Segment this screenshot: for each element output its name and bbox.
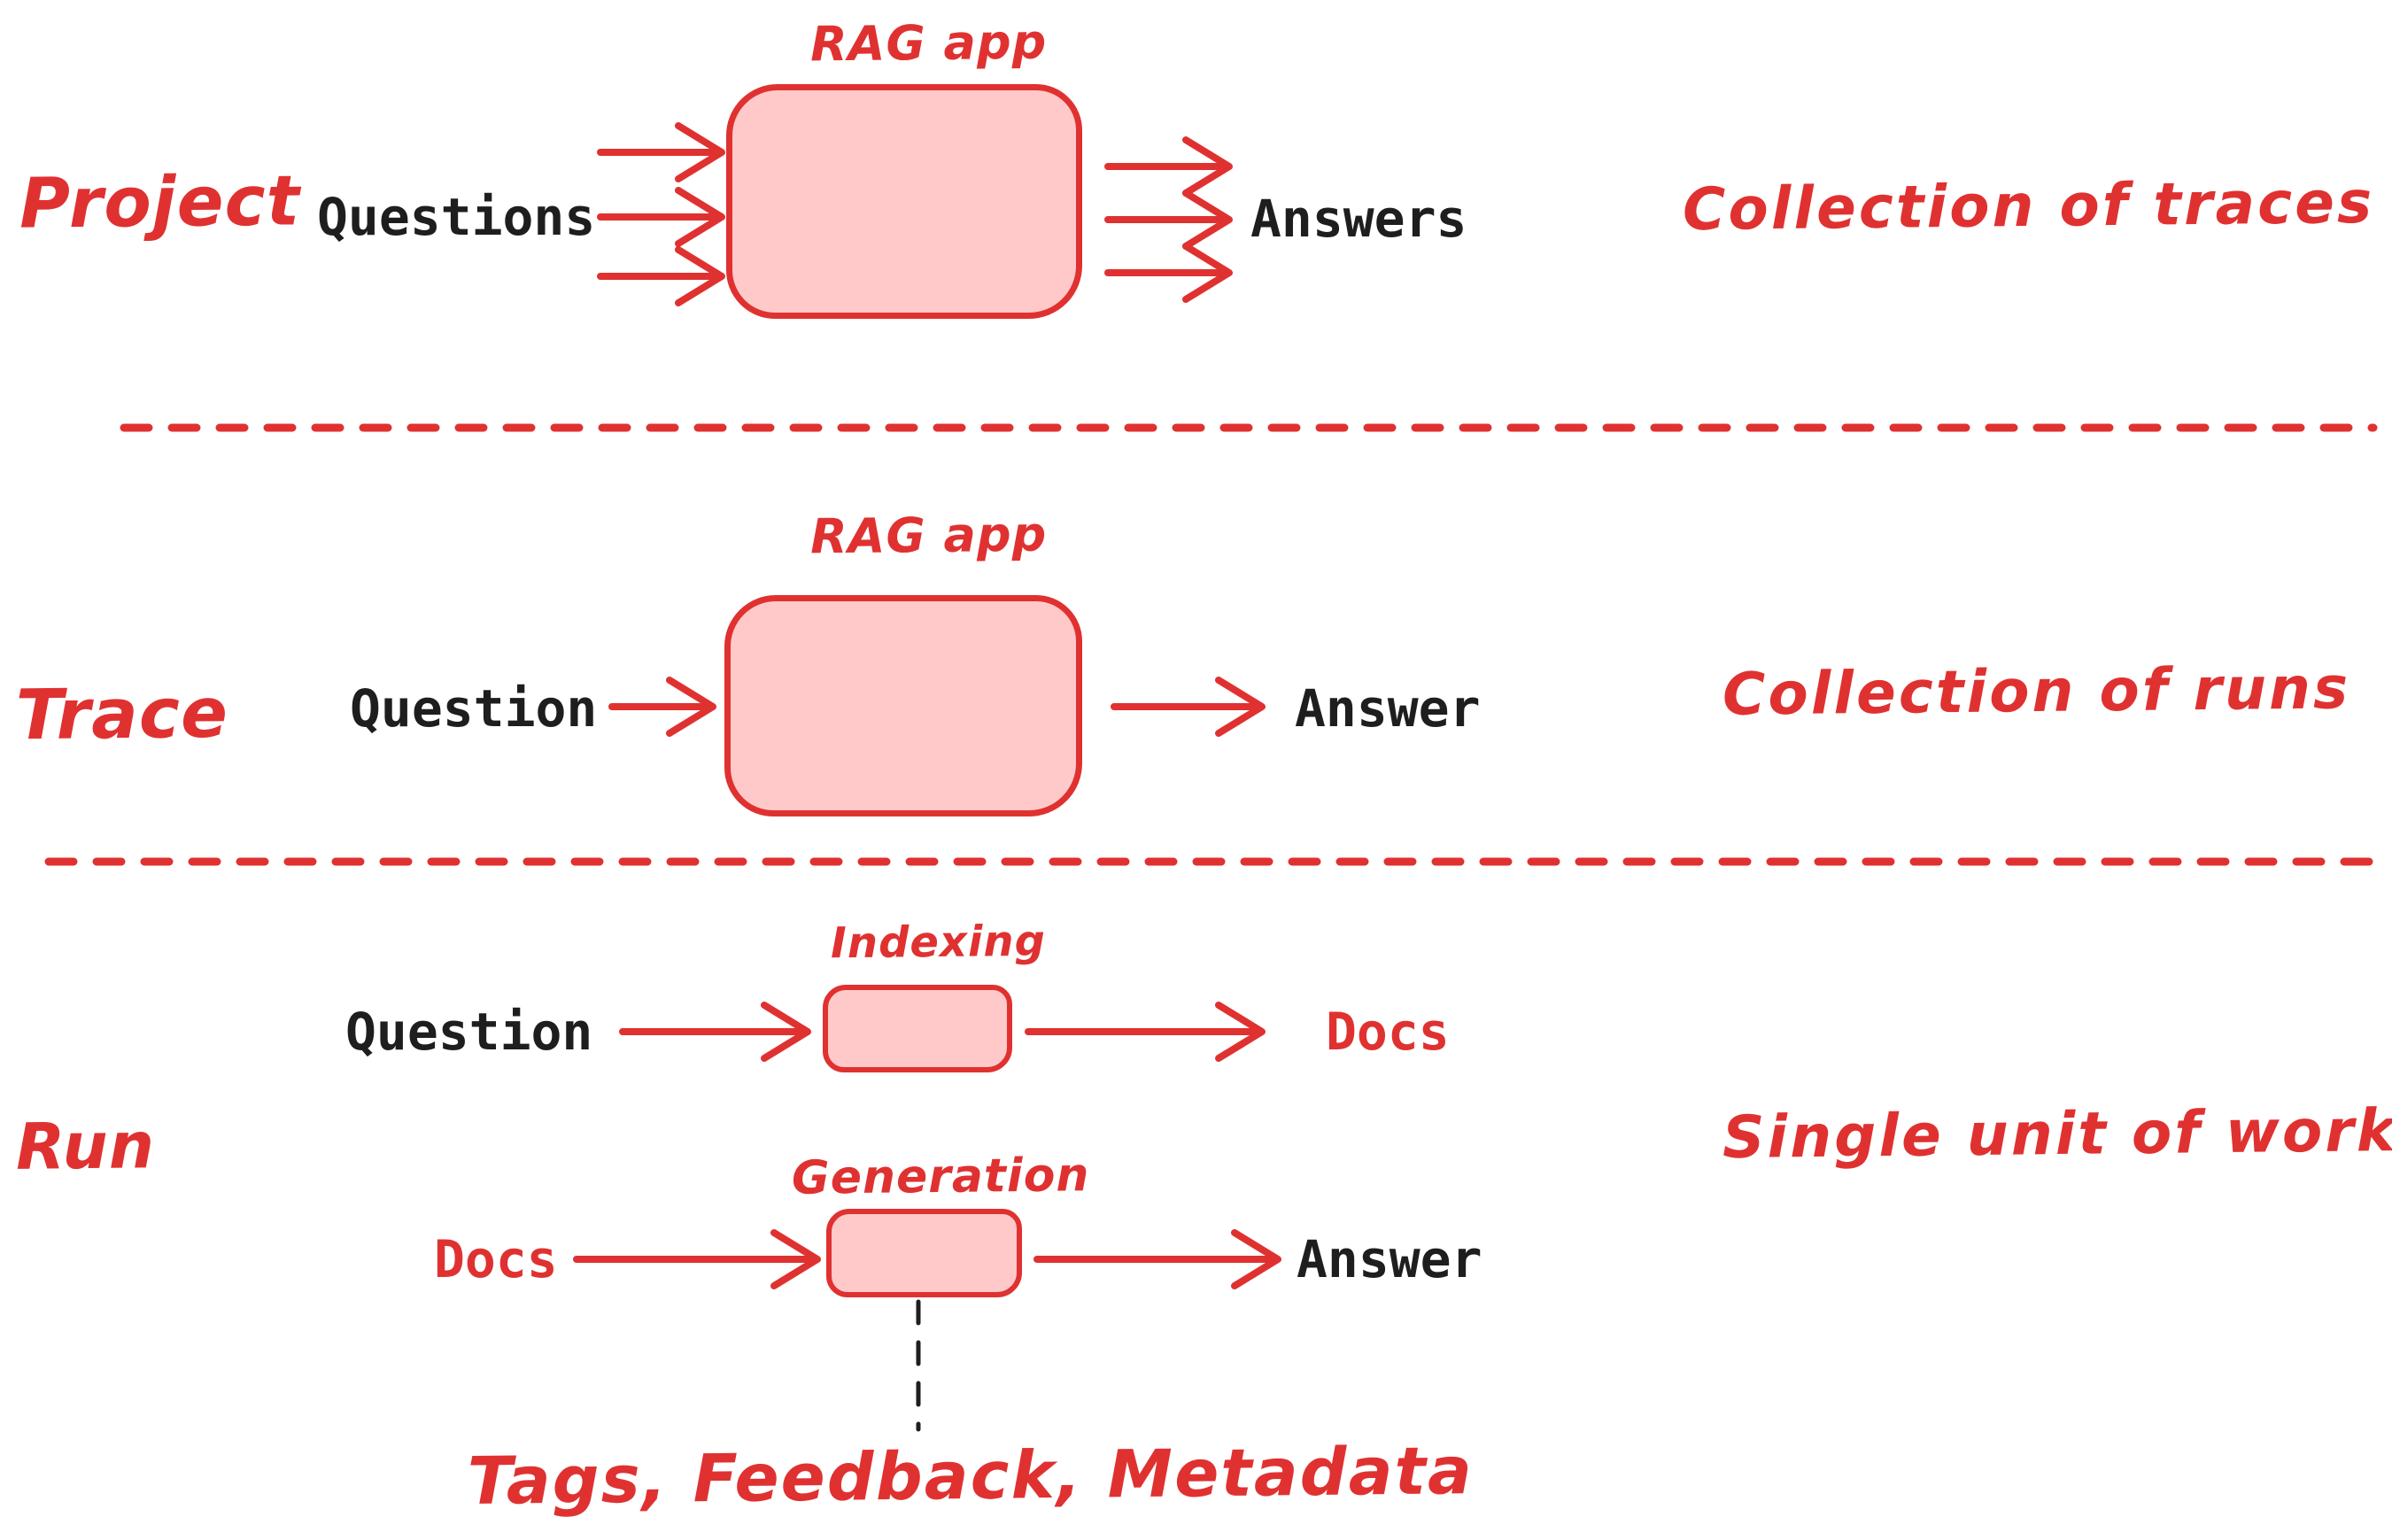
trace-right-note: Collection of runs bbox=[1722, 654, 2351, 729]
project-right-note: Collection of traces bbox=[1682, 167, 2375, 244]
generation-box bbox=[826, 1209, 1022, 1297]
dashed-connector-line bbox=[916, 1299, 921, 1432]
arrow-right-icon bbox=[608, 677, 716, 737]
arrow-right-icon bbox=[1025, 1002, 1266, 1062]
answer-label: Answer bbox=[1297, 1229, 1482, 1289]
rag-app-box bbox=[724, 595, 1082, 816]
docs-label: Docs bbox=[434, 1229, 558, 1289]
docs-label: Docs bbox=[1326, 1002, 1450, 1062]
arrow-right-icon bbox=[573, 1229, 821, 1289]
rag-app-box bbox=[726, 84, 1082, 319]
indexing-box-title: Indexing bbox=[830, 916, 1047, 969]
run-right-note: Single unit of work bbox=[1722, 1096, 2392, 1172]
indexing-box bbox=[823, 985, 1012, 1072]
arrow-right-icon bbox=[1104, 136, 1233, 197]
arrow-right-icon bbox=[1104, 190, 1233, 250]
answers-label: Answers bbox=[1250, 189, 1467, 249]
project-side-label: Project bbox=[19, 161, 301, 244]
trace-side-label: Trace bbox=[15, 673, 229, 756]
generation-box-title: Generation bbox=[791, 1149, 1090, 1205]
rag-app-box-title: RAG app bbox=[809, 506, 1048, 565]
arrow-right-icon bbox=[619, 1002, 811, 1062]
arrow-right-icon bbox=[1111, 677, 1266, 737]
answer-label: Answer bbox=[1295, 678, 1481, 739]
run-footnote: Tags, Feedback, Metadata bbox=[467, 1433, 1475, 1520]
arrow-right-icon bbox=[597, 246, 725, 306]
arrow-right-icon bbox=[597, 187, 725, 247]
arrow-right-icon bbox=[1104, 243, 1233, 303]
rag-app-box-title: RAG app bbox=[809, 13, 1048, 73]
arrow-right-icon bbox=[1033, 1229, 1281, 1289]
run-side-label: Run bbox=[15, 1108, 156, 1184]
question-label: Question bbox=[345, 1002, 593, 1062]
arrow-right-icon bbox=[597, 122, 725, 182]
dashed-separator bbox=[44, 857, 2385, 866]
dashed-separator bbox=[120, 423, 2378, 432]
question-label: Question bbox=[350, 678, 598, 739]
questions-label: Questions bbox=[317, 187, 596, 247]
